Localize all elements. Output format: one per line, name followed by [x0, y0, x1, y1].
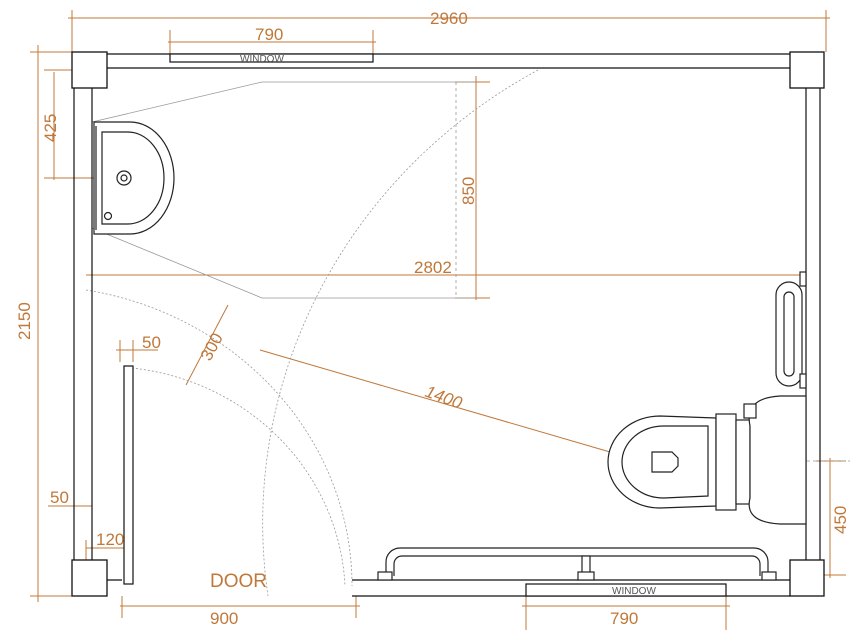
overall-width-dim: 2960	[430, 9, 468, 28]
wash-basin	[93, 121, 175, 235]
clear-zone-depth-dim: 850	[459, 177, 478, 205]
toilet-offset-dim: 450	[831, 506, 850, 534]
window-bottom-label: WINDOW	[612, 586, 656, 597]
window-top-label: WINDOW	[240, 54, 284, 65]
grab-bar-right	[775, 271, 807, 389]
walls	[73, 53, 821, 597]
window-top-width-dim: 790	[255, 25, 283, 44]
interior-width-dim: 2802	[414, 258, 452, 277]
clearance-guides	[85, 69, 850, 597]
turning-radius-dim: 1400	[423, 382, 466, 413]
corner-columns	[71, 51, 825, 597]
door-jamb-dim: 50	[142, 333, 161, 352]
door-label: DOOR	[210, 571, 267, 592]
door-swing-gap-dim: 300	[197, 330, 227, 364]
toilet	[607, 395, 807, 525]
door-width-dim: 900	[210, 609, 238, 628]
door-return-dim: 120	[96, 530, 124, 549]
overall-height-dim: 2150	[15, 302, 34, 340]
wall-left-dim: 50	[50, 488, 69, 507]
door-leaf	[123, 365, 134, 585]
window-bottom-width-dim: 790	[610, 609, 638, 628]
basin-offset-dim: 425	[41, 114, 60, 142]
grab-bar-bottom	[377, 547, 777, 581]
dimension-lines	[30, 10, 846, 630]
